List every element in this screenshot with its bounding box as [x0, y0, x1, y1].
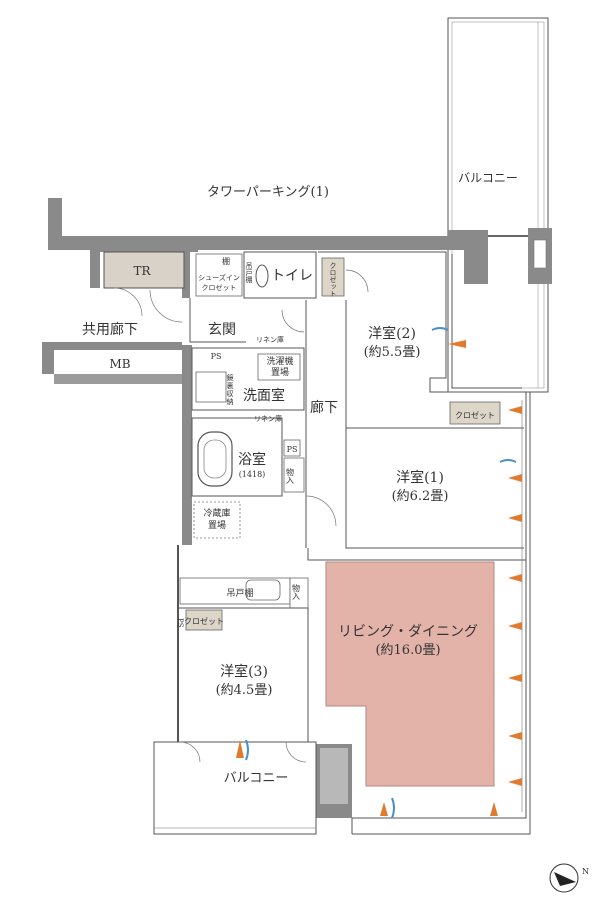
label-western2-name: 洋室(2) [368, 325, 416, 342]
label-hanging-shelf: 吊戸棚 [226, 587, 253, 599]
label-mirror-3: 収 [227, 390, 234, 398]
label-balcony-top: バルコニー [458, 171, 518, 185]
label-washer-1: 洗濯機 [266, 355, 293, 367]
label-linen-1: リネン庫 [256, 335, 284, 344]
label-western3-size: (約4.5畳) [216, 683, 273, 698]
label-washer-2: 置場 [271, 366, 289, 378]
label-mirror-4: 納 [227, 397, 234, 406]
tr-room [103, 251, 185, 289]
label-tr: TR [133, 264, 151, 278]
label-balcony-bottom: バルコニー [224, 771, 289, 786]
label-ps-3: PS [176, 618, 184, 628]
label-closet-3: クロゼット [184, 616, 224, 626]
label-western1-name: 洋室(1) [396, 469, 444, 486]
label-entrance: 玄関 [208, 321, 236, 338]
ldk-floor [325, 561, 495, 787]
label-bath: 浴室 [238, 451, 266, 468]
label-mirror-1: 鏡 [227, 373, 234, 382]
label-mirror-2: 裏 [227, 381, 234, 390]
label-shoes-closet-1: シューズイン [198, 273, 240, 282]
label-mb: MB [109, 357, 130, 371]
label-ldk-name: リビング・ダイニング [338, 624, 478, 640]
compass-arrow-icon [554, 872, 576, 886]
label-shoes-closet-2: クロゼット [202, 283, 237, 292]
label-storage-1: 物入 [286, 467, 295, 484]
label-tower-parking: タワーパーキング(1) [207, 185, 329, 200]
balcony-top-area [447, 17, 549, 393]
label-hanging-shelf-v: 吊戸棚 [245, 262, 253, 284]
label-fridge-1: 冷蔵庫 [203, 507, 230, 519]
label-ldk-size: (約16.0畳) [375, 643, 440, 658]
label-bath-size: (1418) [239, 470, 266, 479]
label-common-corridor: 共用廊下 [82, 321, 138, 338]
label-closet-v: クロゼット [329, 262, 337, 297]
label-storage-2: 物入 [292, 583, 301, 600]
label-corridor: 廊下 [310, 399, 338, 416]
label-linen-2: リネン庫 [254, 414, 282, 423]
label-closet-1: クロゼット [455, 410, 495, 420]
label-ps-2: PS [287, 445, 298, 454]
label-western3-name: 洋室(3) [220, 663, 268, 680]
label-fridge-2: 置場 [208, 519, 226, 531]
labels-group: タワーパーキング(1) バルコニー バルコニー TR MB 共用廊下 玄関 トイ… [82, 171, 518, 786]
airflow-marks [236, 327, 522, 819]
label-western2-size: (約5.5畳) [364, 345, 421, 360]
compass-n-label: N [582, 867, 589, 876]
label-toilet: トイレ [271, 268, 313, 284]
label-washroom: 洗面室 [243, 387, 285, 404]
compass: N [549, 863, 589, 893]
label-shelf: 棚 [222, 256, 230, 266]
label-western1-size: (約6.2畳) [392, 489, 449, 504]
label-ps-1: PS [211, 352, 222, 361]
walls [42, 198, 552, 818]
interior-lines [103, 250, 531, 835]
